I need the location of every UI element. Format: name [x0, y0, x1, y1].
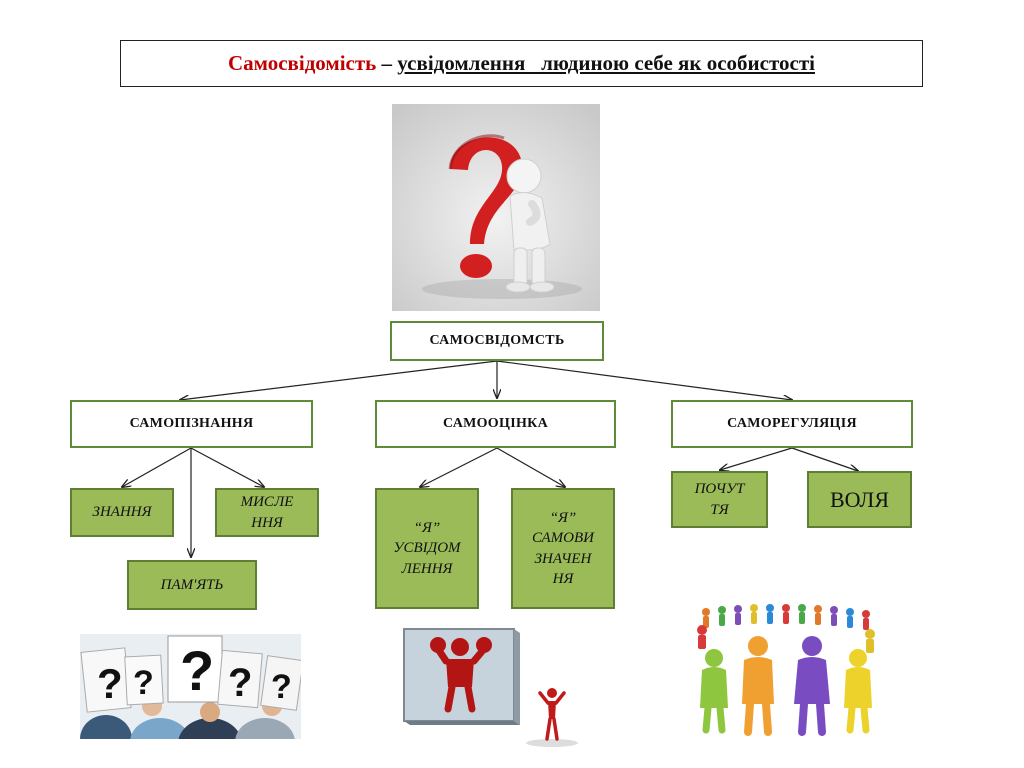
leaf-will: ВОЛЯ — [807, 471, 912, 528]
leaf-feelings-line-2: ТЯ — [710, 501, 729, 518]
svg-text:?: ? — [133, 664, 154, 702]
svg-text:?: ? — [228, 661, 252, 705]
definition-title-box: Самосвідомість – усвідомлення людиною се… — [120, 40, 923, 87]
svg-text:?: ? — [97, 660, 123, 707]
leaf-memory-label: ПАМ'ЯТЬ — [160, 576, 224, 593]
leaf-self-determination-line-4: НЯ — [552, 570, 574, 587]
svg-text:?: ? — [271, 668, 292, 706]
question-signs-crowd-image: ? ? ? ? ? — [80, 634, 301, 739]
leaf-thinking: МИСЛЕ ННЯ — [215, 488, 319, 537]
leaf-thinking-line-2: ННЯ — [251, 514, 283, 531]
leaf-knowledge-label: ЗНАННЯ — [92, 504, 152, 521]
leaf-self-awareness-line-3: ЛЕННЯ — [401, 560, 453, 577]
leaf-self-determination-line-2: САМОВИ — [532, 530, 594, 547]
branch-label-self-knowledge: САМОПІЗНАННЯ — [129, 416, 254, 431]
root-node-label: САМОСВІДОМСТЬ — [429, 333, 565, 348]
title-dash: – — [376, 51, 398, 75]
branch-node-self-esteem: САМООЦІНКА — [375, 400, 616, 448]
leaf-self-determination: “Я” САМОВИ ЗНАЧЕН НЯ — [511, 488, 615, 609]
leaf-knowledge: ЗНАННЯ — [70, 488, 174, 537]
branch-label-self-regulation: САМОРЕГУЛЯЦІЯ — [727, 416, 857, 431]
question-mark-figure-image — [392, 104, 600, 311]
title-definition: усвідомлення людиною себе як особистості — [397, 51, 815, 75]
svg-text:?: ? — [180, 639, 214, 702]
leaf-thinking-line-1: МИСЛЕ — [240, 494, 294, 511]
branch-label-self-esteem: САМООЦІНКА — [442, 416, 548, 431]
title-term: Самосвідомість — [228, 51, 377, 75]
people-circle-image — [694, 600, 878, 745]
leaf-memory: ПАМ'ЯТЬ — [127, 560, 257, 610]
root-node: САМОСВІДОМСТЬ — [390, 321, 604, 361]
mirror-figure-image — [402, 625, 592, 747]
branch-node-self-regulation: САМОРЕГУЛЯЦІЯ — [671, 400, 913, 448]
leaf-self-determination-line-3: ЗНАЧЕН — [534, 550, 592, 567]
leaf-self-awareness: “Я” УСВІДОМ ЛЕННЯ — [375, 488, 479, 609]
branch-node-self-knowledge: САМОПІЗНАННЯ — [70, 400, 313, 448]
leaf-will-label: ВОЛЯ — [829, 486, 890, 512]
leaf-self-determination-line-1: “Я” — [549, 510, 577, 526]
leaf-self-awareness-line-2: УСВІДОМ — [393, 540, 461, 557]
leaf-self-awareness-line-1: “Я” — [413, 520, 441, 537]
leaf-feelings: ПОЧУТ ТЯ — [671, 471, 768, 528]
leaf-feelings-line-1: ПОЧУТ — [694, 481, 745, 498]
